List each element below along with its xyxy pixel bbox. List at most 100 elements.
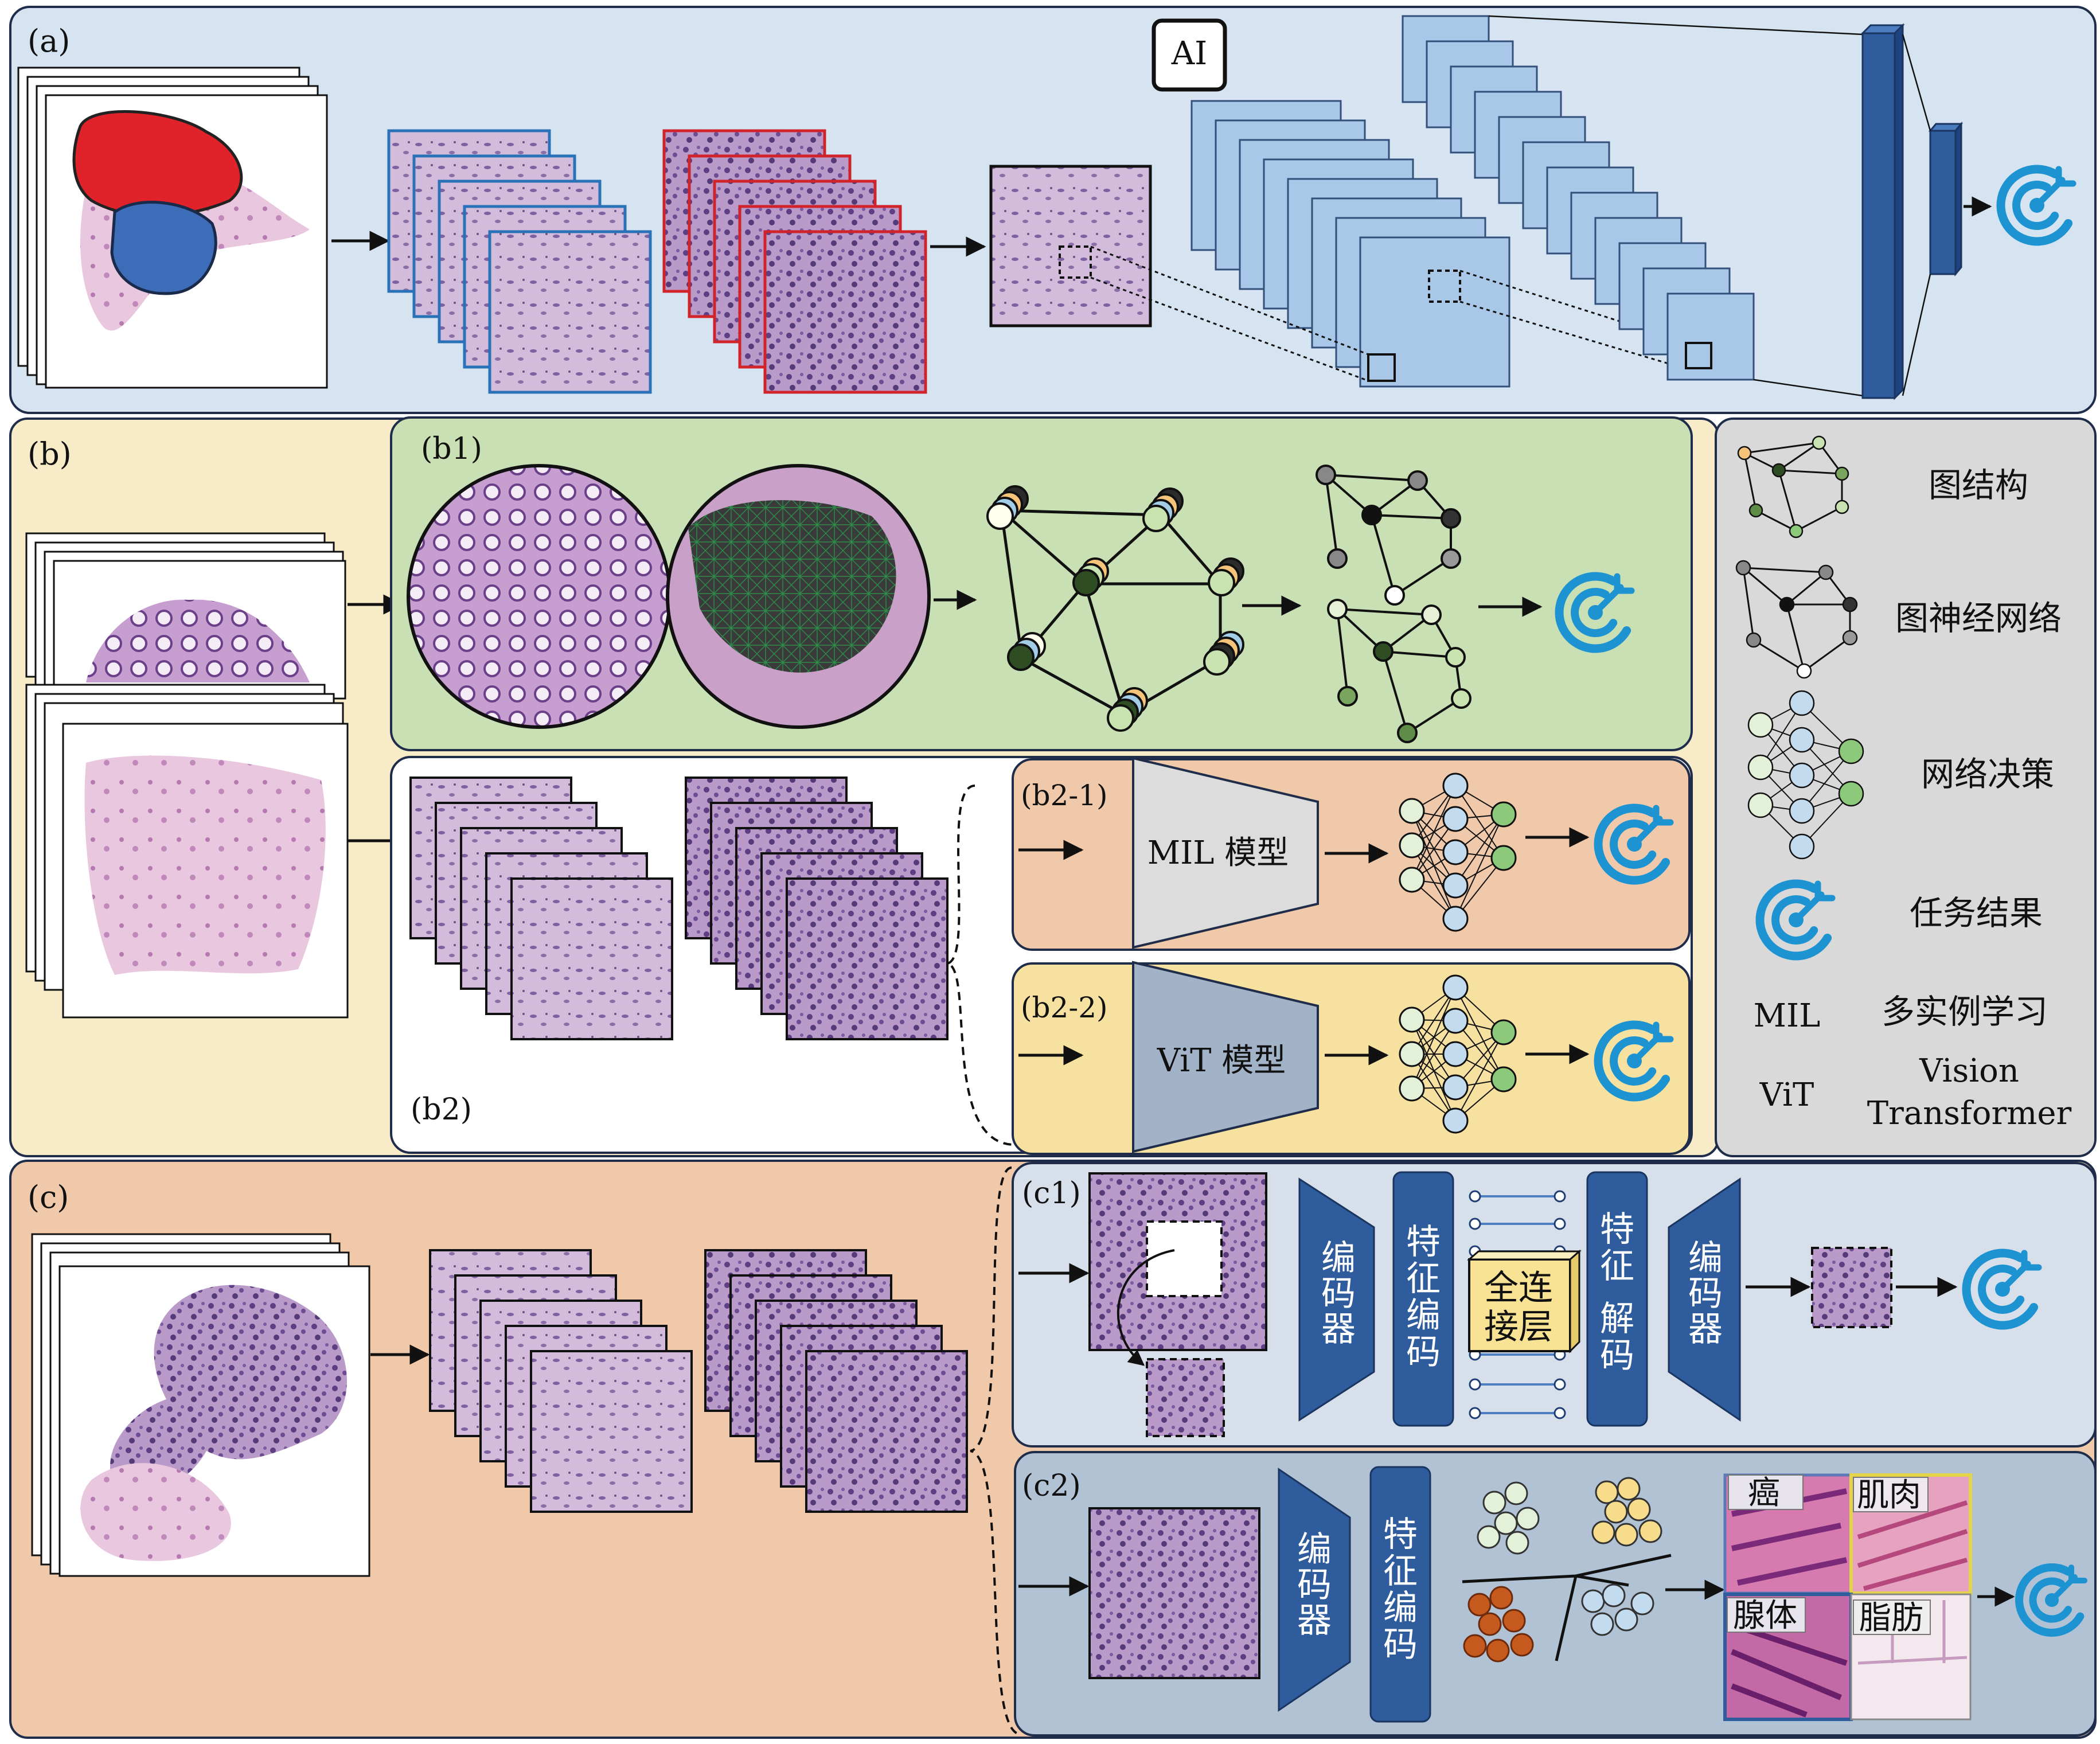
panel-b1-label: (b1) [421,432,482,466]
brace [970,1166,1021,1735]
input-patch-c2 [1088,1507,1260,1679]
task-result-icon [1594,1020,1674,1102]
mil-model-label: MIL 模型 [1147,834,1289,872]
c1-feature-encoding-char3: 编 [1406,1296,1441,1336]
neural-network-b2-2 [1399,974,1517,1134]
wsi-stack-b-top [25,532,346,700]
c1-feature-decoding-char2: 征 [1600,1246,1634,1286]
legend-network-decision: 网络决策 [1921,755,2054,794]
legend-mil-full: 多实例学习 [1882,992,2048,1031]
task-result-icon [2015,1563,2087,1637]
graph-nodes [986,485,1244,732]
cnn-block-1 [1190,100,1510,388]
wsi-stack-a [17,67,328,389]
ai-badge-label: AI [1171,35,1208,72]
legend-gnn: 图神经网络 [1895,599,2062,638]
c1-decoder-char1: 编 [1688,1238,1723,1278]
legend-task-result: 任务结果 [1910,894,2043,933]
cell-graph-overlay [688,500,896,673]
c1-feature-decoding-block [1586,1171,1648,1427]
tissue-section [110,1285,347,1493]
tissue-class-tile-muscle: 肌肉 [1849,1473,1972,1595]
task-result-icon [1594,803,1674,885]
ai-badge: AI [1152,18,1227,92]
panel-b2-label: (b2) [411,1093,472,1127]
normal-annotation [110,201,217,295]
patch-stack-blue [387,129,652,394]
tumor-annotation [72,110,243,217]
c2-encoder-char2: 码 [1297,1565,1332,1605]
task-result-icon [1962,1248,2042,1330]
fully-connected-layers [1860,23,1964,400]
patch-stack-b2-light [409,777,673,1040]
c1-encoder-char2: 码 [1321,1274,1356,1314]
feature-clustering [1462,1477,1672,1663]
neural-network-b2-1 [1399,772,1517,932]
c1-encoder-char3: 器 [1321,1309,1356,1349]
tissue-class-tile-gland: 腺体 [1723,1593,1853,1721]
legend-mil-abbr: MIL [1754,997,1821,1035]
panel-b2-2-label: (b2-2) [1021,991,1108,1024]
c1-encoder-char1: 编 [1321,1238,1356,1278]
tissue-label-gland: 腺体 [1733,1597,1797,1634]
c1-feature-decoding-char4: 码 [1600,1336,1634,1376]
gnn-graph-top [1316,465,1461,606]
tissue-class-tile-fat: 脂肪 [1850,1593,1972,1720]
arrow-curved [1117,1249,1175,1366]
tissue-section [84,755,326,975]
legend-background [1715,418,2097,1157]
panel-c: (c) (c1) [9,1160,2097,1739]
task-result-icon [1996,165,2076,246]
mil-model-block [1132,756,1319,949]
c1-feature-encoding-char2: 征 [1406,1259,1441,1299]
c1-decoder-block [1668,1177,1741,1422]
legend-task-result-icon [1755,879,1836,961]
panel-a: (a) [9,6,2097,414]
c1-encoder-block [1298,1177,1375,1422]
patch-stack-c-light [429,1249,693,1513]
vit-model-label: ViT 模型 [1157,1042,1286,1079]
legend-vit-full-line2: Transformer [1867,1095,2072,1132]
c2-feature-encoding-char3: 编 [1383,1588,1418,1628]
tissue-label-muscle: 肌肉 [1857,1477,1921,1514]
legend: 图结构 图神经网络 [1715,418,2097,1157]
brace [947,785,1016,1146]
fc-layer-block [1468,1258,1571,1352]
graph-structure [1000,509,1222,716]
tissue-label-cancer: 癌 [1748,1474,1780,1512]
panel-c1-label: (c1) [1022,1176,1081,1211]
legend-network-decision-icon [1747,690,1864,860]
c2-encoder-char3: 器 [1297,1601,1332,1641]
vit-model-block [1132,961,1319,1153]
tissue-section [86,599,310,682]
c1-feature-encoding-char1: 特 [1406,1222,1441,1262]
tissue-class-tile-cancer: 癌 [1723,1473,1853,1595]
legend-gnn-icon [1735,560,1858,679]
masked-target-patch [1146,1358,1225,1437]
task-result-icon [1555,572,1635,653]
legend-vit-full-line1: Vision [1919,1052,2019,1090]
panel-c2-label: (c2) [1022,1469,1081,1503]
c2-encoder-char1: 编 [1297,1530,1332,1570]
c2-encoder-block [1278,1468,1351,1712]
wsi-stack-b-bottom [25,684,349,1019]
tissue-label-fat: 脂肪 [1859,1599,1923,1637]
reconstructed-patch [1811,1247,1892,1328]
c2-feature-encoding-char1: 特 [1383,1515,1418,1555]
c1-decoder-char3: 器 [1688,1309,1723,1349]
panel-c-label: (c) [28,1179,69,1215]
receptive-field [1059,245,1092,279]
legend-graph-structure-icon [1737,435,1849,539]
wsi-stack-c [31,1233,370,1577]
legend-vit-abbr: ViT [1759,1076,1814,1114]
patch-stack-c-dark [704,1249,968,1513]
panel-a-label: (a) [28,23,70,59]
patch-stack-red [662,129,927,394]
c2-feature-encoding-block [1369,1466,1431,1723]
c1-feature-encoding-block [1392,1171,1454,1427]
c2-feature-encoding-char4: 码 [1383,1625,1418,1665]
c1-decoder-char2: 码 [1688,1274,1723,1314]
gnn-graph-bottom [1327,599,1471,743]
c1-feature-decoding-char3: 解 [1600,1299,1634,1339]
